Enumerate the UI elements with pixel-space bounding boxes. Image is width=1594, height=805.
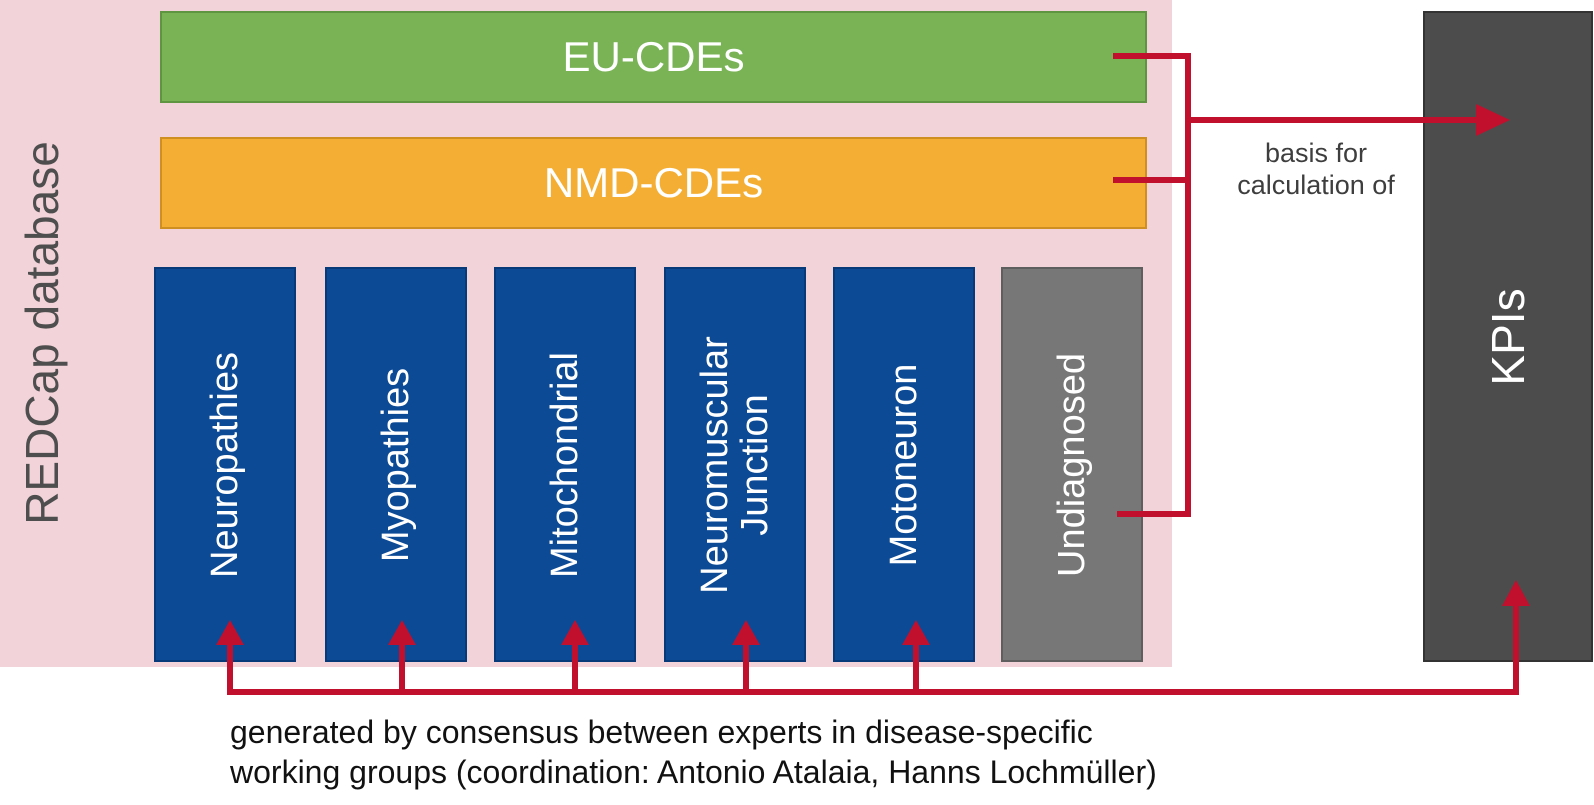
footer-line-2: working groups (coordination: Antonio At… xyxy=(230,754,1157,790)
arrowhead-neuromuscular xyxy=(732,620,760,645)
group-box-undiagnosed: Undiagnosed xyxy=(1001,267,1143,662)
arrowhead-mitochondrial xyxy=(561,620,589,645)
group-box-mitochondrial: Mitochondrial xyxy=(494,267,636,662)
arrowhead-neuropathies xyxy=(216,620,244,645)
nmd-cdes-box: NMD-CDEs xyxy=(160,137,1147,229)
arrowhead-myopathies xyxy=(388,620,416,645)
nmd-cdes-label: NMD-CDEs xyxy=(543,159,764,206)
basis-annotation: basis for calculation of xyxy=(1210,137,1422,201)
eu-cdes-label: EU-CDEs xyxy=(562,33,745,80)
arrowhead-kpi-bottom xyxy=(1502,580,1530,606)
footer-line-1: generated by consensus between experts i… xyxy=(230,714,1093,750)
group-box-neuropathies: Neuropathies xyxy=(154,267,296,662)
bracket-connector xyxy=(1113,53,1191,517)
arrowhead-motoneuron xyxy=(902,620,930,645)
group-box-neuromuscular-junction: Neuromuscular Junction xyxy=(664,267,806,662)
arrowhead-kpi-basis xyxy=(1476,104,1510,136)
eu-cdes-box: EU-CDEs xyxy=(160,11,1147,103)
basis-line-1: basis for xyxy=(1264,138,1368,168)
bottom-connector xyxy=(227,590,1519,695)
basis-line-2: calculation of xyxy=(1237,170,1395,200)
group-box-myopathies: Myopathies xyxy=(325,267,467,662)
footer-caption: generated by consensus between experts i… xyxy=(230,712,1157,792)
group-box-motoneuron: Motoneuron xyxy=(833,267,975,662)
